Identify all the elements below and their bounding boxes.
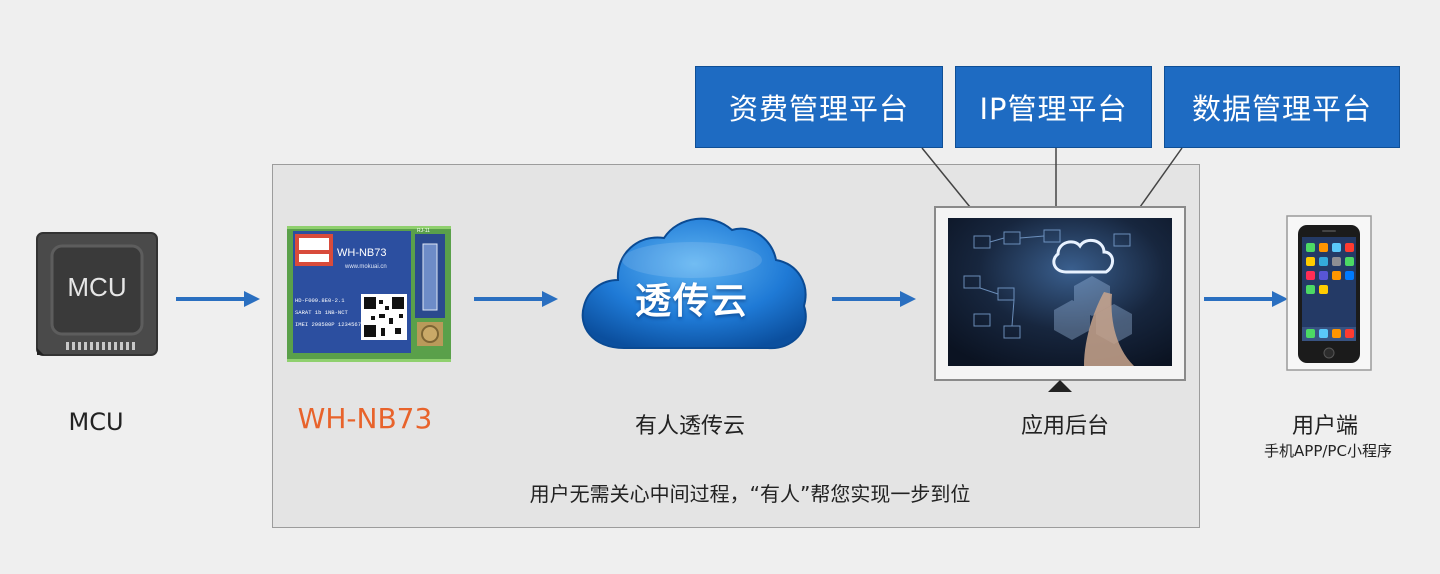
arrow-cloud-to-backend [832,291,916,307]
backend-label: 应用后台 [1020,414,1109,439]
board-line-1: HD-F009.8E0-2.1 [295,297,345,304]
board-corner-text: RJ-11 [417,228,430,234]
board-line-2: SARAT 1b 1NB-NCT [295,309,349,316]
user-sublabel: 手机APP/PC小程序 [1264,442,1392,460]
billing-platform-label: 资费管理平台 [728,92,909,126]
cloud-label: 有人透传云 [634,414,745,439]
data-platform-label: 数据管理平台 [1191,92,1372,126]
arrow-module-to-cloud [474,291,558,307]
arrow-backend-to-user [1204,291,1288,307]
board-url-text: www.mokuai.cn [344,264,387,270]
transparent-cloud-icon [581,217,807,350]
billing-platform-box: 资费管理平台 [695,66,943,148]
mcu-label: MCU [68,408,124,436]
backend-monitor-icon [934,206,1186,392]
ip-platform-label: IP管理平台 [979,92,1128,126]
ip-platform-box: IP管理平台 [955,66,1152,148]
mcu-chip-icon: MCU [36,232,158,356]
connector-billing [921,147,971,208]
process-caption: 用户无需关心中间过程，“有人”帮您实现一步到位 [529,482,971,506]
module-label: WH-NB73 [297,402,433,435]
connector-data [1139,147,1183,208]
nb-module-board: WH-NB73 www.mokuai.cn HD-F009.8E0-2.1 SA… [287,226,451,362]
smartphone-icon [1286,215,1372,371]
data-platform-box: 数据管理平台 [1164,66,1400,148]
board-model-text: WH-NB73 [337,247,387,259]
mcu-chip-text: MCU [67,272,126,302]
arrow-mcu-to-module [176,291,260,307]
user-label: 用户端 [1291,414,1358,439]
board-line-3: IMEI 298580P 1234567 [295,321,361,328]
cloud-text: 透传云 [634,281,749,322]
